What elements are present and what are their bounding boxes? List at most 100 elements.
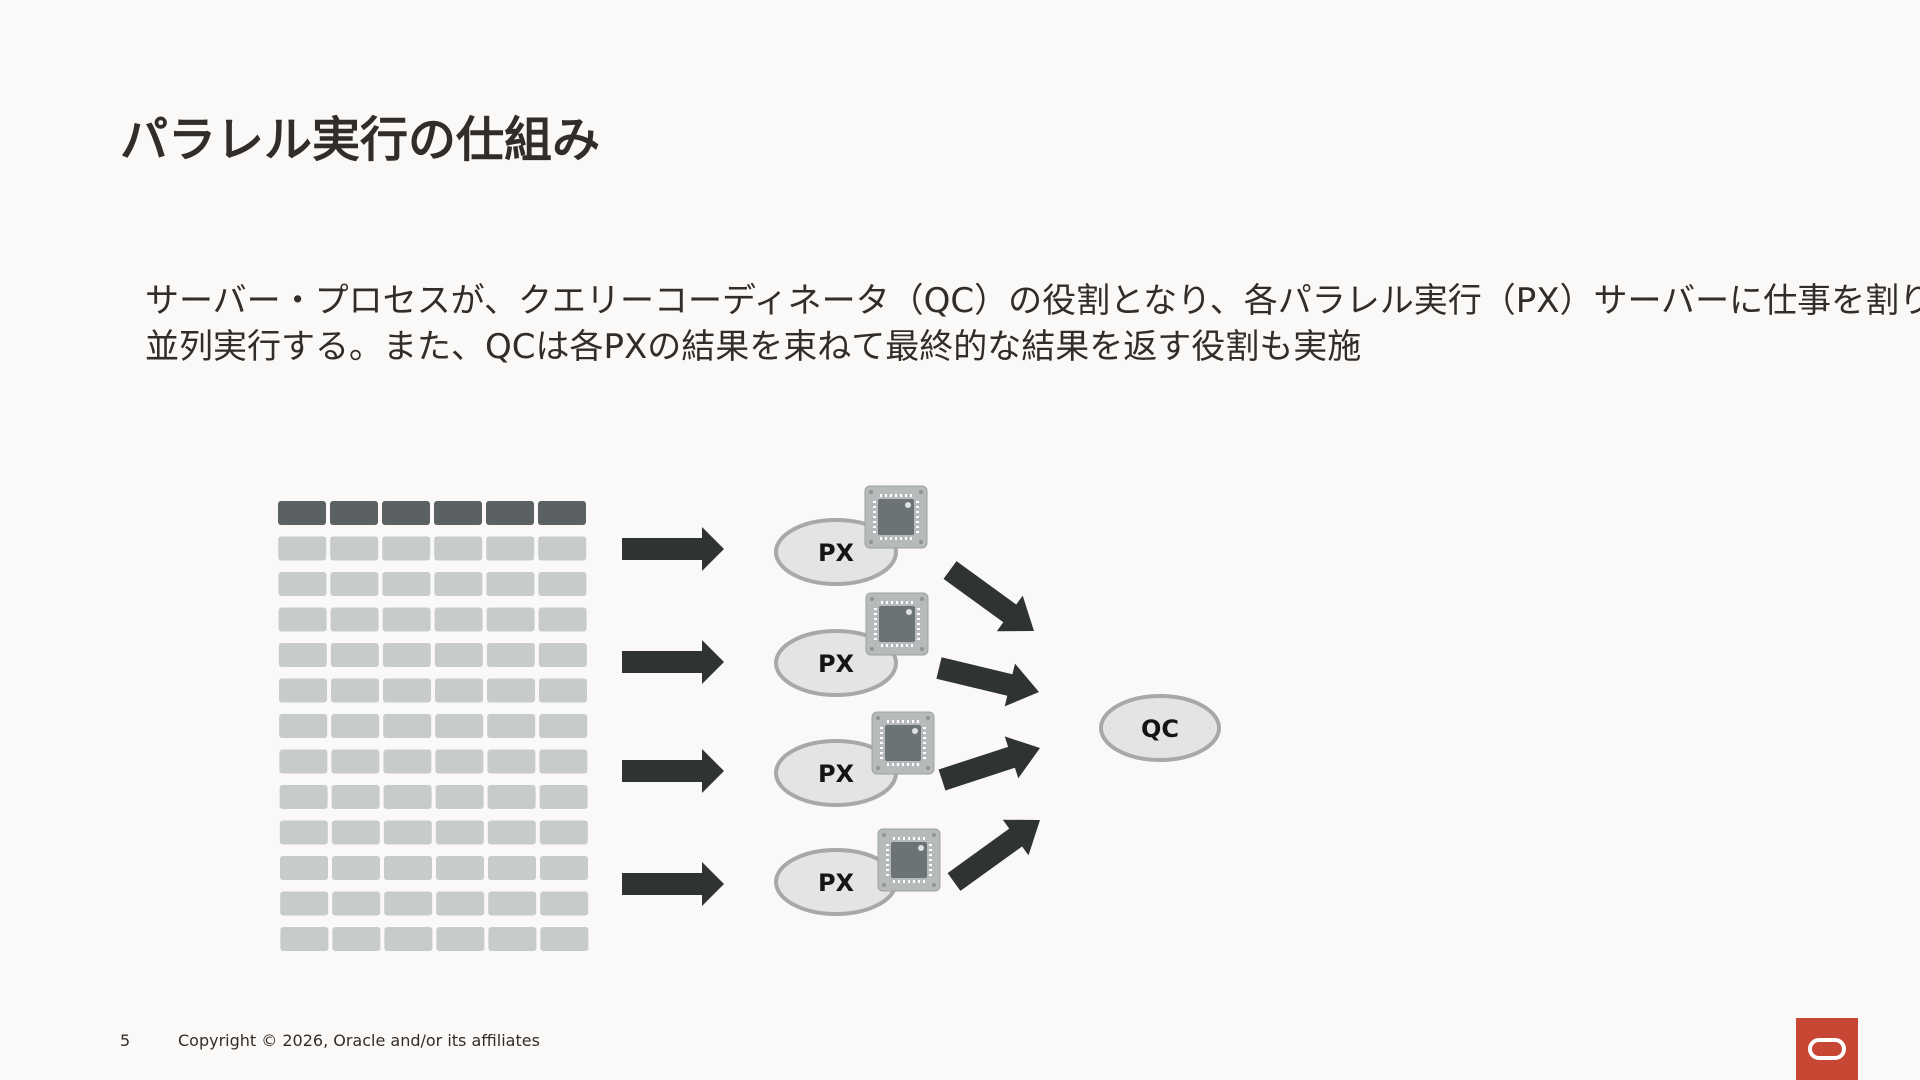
arrow-right-icon xyxy=(943,561,1034,632)
table-cell xyxy=(332,891,381,916)
table-cell xyxy=(538,536,587,561)
table-cell xyxy=(487,749,536,774)
table-cell xyxy=(436,891,485,916)
output-arrows xyxy=(936,561,1040,891)
body-line-1: サーバー・プロセスが、クエリーコーディネータ（QC）の役割となり、各パラレル実行… xyxy=(145,281,1920,321)
table-cell xyxy=(278,572,327,596)
copyright: Copyright © 2026, Oracle and/or its affi… xyxy=(178,1031,540,1050)
table-cell xyxy=(488,927,537,951)
table-cell xyxy=(331,678,379,703)
slide-title: パラレル実行の仕組み xyxy=(120,112,601,168)
table-cell xyxy=(279,749,328,774)
px-label: PX xyxy=(818,760,855,788)
table-cell xyxy=(331,714,380,738)
px-node: PX xyxy=(774,828,941,916)
table-cell xyxy=(384,856,432,880)
table-cell xyxy=(435,714,484,738)
table-cell xyxy=(486,572,535,596)
table-cell xyxy=(382,643,431,667)
px-label: PX xyxy=(818,539,855,567)
table-cell xyxy=(434,536,483,561)
table-cell xyxy=(539,820,588,845)
table-cell xyxy=(331,785,380,809)
table-cell xyxy=(331,749,380,774)
arrow-right-icon xyxy=(622,527,724,571)
qc-node: QC xyxy=(1099,694,1221,762)
table-cell xyxy=(436,927,485,951)
table-cell xyxy=(332,927,381,951)
px-node: PX xyxy=(774,485,928,586)
arrow-right-icon xyxy=(622,749,724,793)
table-cell xyxy=(279,714,328,738)
table-cell xyxy=(383,749,432,774)
table-cell xyxy=(538,607,587,632)
table-cell xyxy=(436,856,484,880)
table-cell xyxy=(435,785,484,809)
table-cell xyxy=(330,536,379,561)
table-cell xyxy=(486,536,535,561)
px-label: PX xyxy=(818,650,855,678)
cpu-chip-icon xyxy=(864,485,928,549)
table-cell xyxy=(330,607,379,632)
table-cell xyxy=(486,607,535,632)
table-header-cell xyxy=(278,501,326,525)
table-cell xyxy=(383,820,432,845)
arrow-right-icon xyxy=(622,862,724,906)
table-cell xyxy=(434,643,483,667)
table-cell xyxy=(538,572,587,596)
table-cell xyxy=(539,678,587,703)
table-cell xyxy=(487,785,536,809)
table-cell xyxy=(280,927,329,951)
cpu-chip-icon xyxy=(877,828,941,892)
oracle-logo-icon xyxy=(1808,1038,1846,1060)
table-cell xyxy=(487,678,535,703)
table-cell xyxy=(278,607,327,632)
table-cell xyxy=(279,678,327,703)
table-cell xyxy=(384,927,433,951)
arrow-right-icon xyxy=(947,819,1040,891)
table-cell xyxy=(279,820,328,845)
table-header-cell xyxy=(486,501,534,525)
px-label: PX xyxy=(818,869,855,897)
table-cell xyxy=(435,749,484,774)
table-cell xyxy=(278,643,327,667)
table-cell xyxy=(278,536,327,561)
table-header-cell xyxy=(382,501,430,525)
table-cell xyxy=(280,891,329,916)
table-cell xyxy=(486,643,535,667)
table-cell xyxy=(540,891,589,916)
page-number: 5 xyxy=(120,1031,131,1050)
table-cell xyxy=(488,856,536,880)
arrow-right-icon xyxy=(622,640,724,684)
table-cell xyxy=(382,607,431,632)
table-cell xyxy=(434,572,483,596)
body-line-2: 並列実行する。また、QCは各PXの結果を束ねて最終的な結果を返す役割も実施 xyxy=(145,327,1362,367)
table-cell xyxy=(382,572,431,596)
body-text: サーバー・プロセスが、クエリーコーディネータ（QC）の役割となり、各パラレル実行… xyxy=(145,278,1920,370)
table-cell xyxy=(330,643,379,667)
table-cell xyxy=(435,820,484,845)
table-cell xyxy=(330,572,379,596)
table-cell xyxy=(540,927,589,951)
table-cell xyxy=(331,820,380,845)
cpu-chip-icon xyxy=(871,711,935,775)
table-cell xyxy=(488,891,537,916)
table-cell xyxy=(487,820,536,845)
table-cell xyxy=(435,678,483,703)
table-cell xyxy=(434,607,483,632)
table-cell xyxy=(332,856,380,880)
table-cell xyxy=(538,643,587,667)
cpu-chip-icon xyxy=(865,592,929,656)
table-cell xyxy=(539,714,588,738)
table-cell xyxy=(280,856,328,880)
table-cell xyxy=(540,856,588,880)
arrow-right-icon xyxy=(936,657,1039,707)
table-cell xyxy=(539,785,588,809)
table-cell xyxy=(487,714,536,738)
input-arrows xyxy=(622,527,724,906)
table-cell xyxy=(383,785,432,809)
table-cell xyxy=(539,749,588,774)
table-cell xyxy=(384,891,433,916)
oracle-logo xyxy=(1796,1018,1858,1080)
table-header-cell xyxy=(434,501,482,525)
